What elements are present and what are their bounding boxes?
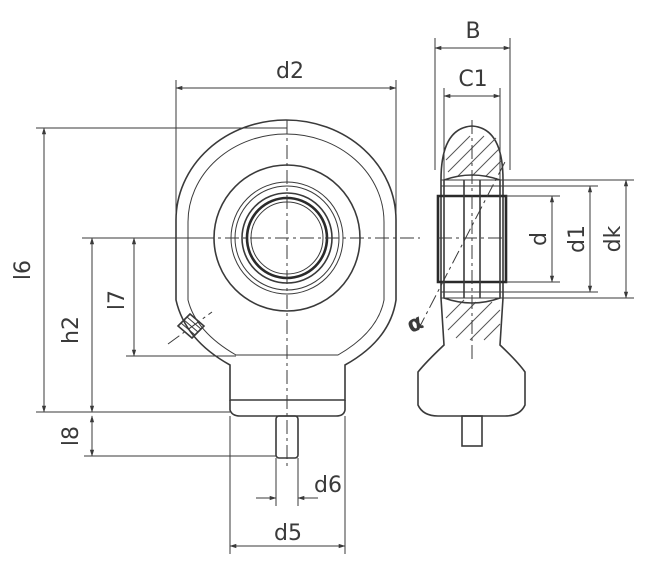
side-hatch-bottom bbox=[445, 299, 501, 341]
side-hatch-top bbox=[445, 135, 502, 177]
housing-inner-contour bbox=[187, 133, 385, 356]
label-dk: dk bbox=[601, 225, 626, 252]
housing-outline bbox=[175, 119, 397, 401]
dimension-labels: d2 B C1 l6 h2 l7 l8 d d1 dk d6 d5 α bbox=[11, 19, 626, 546]
tilt-line-1 bbox=[417, 159, 507, 331]
side-view bbox=[417, 120, 526, 447]
label-d5: d5 bbox=[274, 521, 302, 546]
dimension-lines bbox=[36, 38, 634, 554]
label-B: B bbox=[465, 19, 480, 44]
label-l8: l8 bbox=[59, 426, 84, 446]
label-d2: d2 bbox=[276, 59, 304, 84]
label-d: d bbox=[527, 232, 552, 246]
label-d6: d6 bbox=[314, 473, 342, 498]
label-C1: C1 bbox=[458, 67, 487, 92]
front-view bbox=[167, 119, 420, 470]
side-shank bbox=[461, 415, 483, 447]
label-l7: l7 bbox=[105, 290, 130, 310]
label-d1: d1 bbox=[565, 225, 590, 253]
label-alpha: α bbox=[403, 310, 427, 339]
label-h2: h2 bbox=[59, 316, 84, 344]
grease-nipple bbox=[167, 311, 213, 345]
label-l6: l6 bbox=[11, 260, 36, 280]
